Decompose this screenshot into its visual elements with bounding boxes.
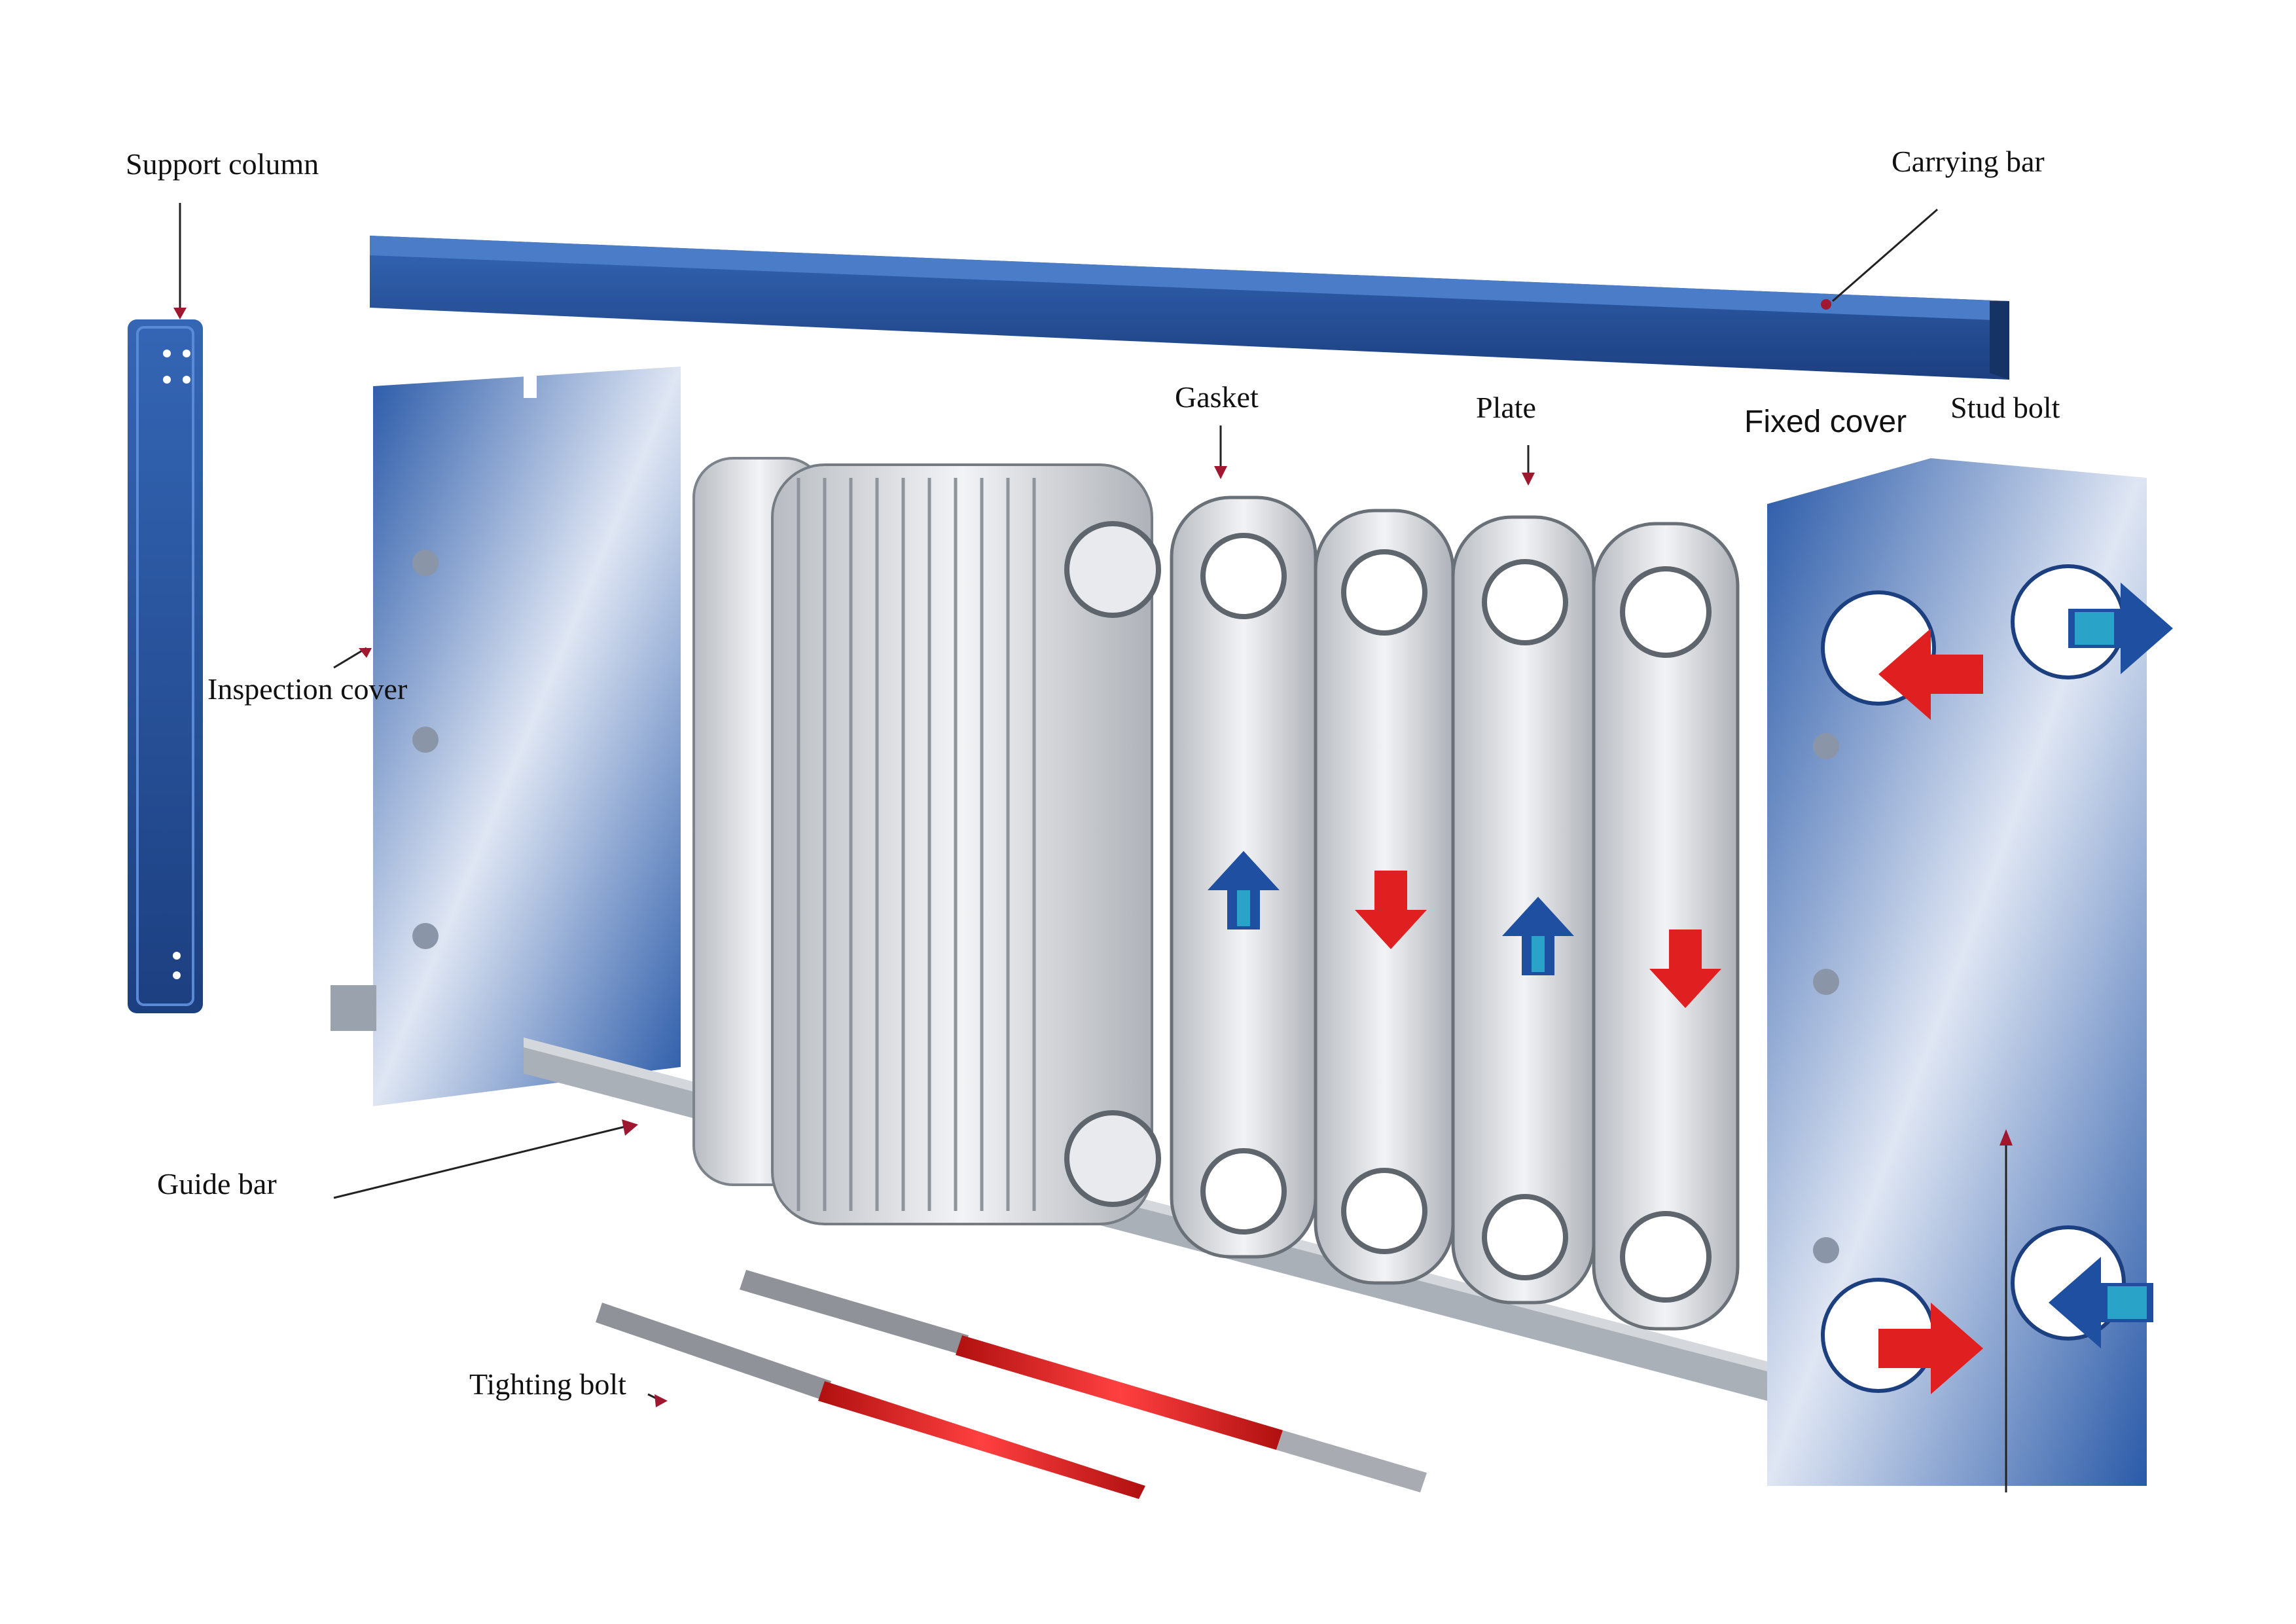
carrying-bar xyxy=(370,236,2009,380)
tighting-bolt xyxy=(596,1270,1427,1499)
label-plate: Plate xyxy=(1476,391,1536,424)
label-gasket: Gasket xyxy=(1175,380,1259,414)
arrow-right-icon xyxy=(2068,583,2173,674)
arrow-down-icon xyxy=(1355,871,1427,949)
arrow-down-icon xyxy=(1649,929,1721,1008)
leader-lines xyxy=(173,203,2013,1492)
label-support-column: Support column xyxy=(126,147,319,181)
label-inspection-cover: Inspection cover xyxy=(207,672,407,706)
fixed-cover xyxy=(1767,458,2173,1486)
support-column xyxy=(128,319,203,1013)
arrow-right-icon xyxy=(1878,1303,1983,1394)
label-tighting-bolt: Tighting bolt xyxy=(469,1367,626,1401)
label-fixed-cover: Fixed cover xyxy=(1744,405,1907,439)
plate-pack xyxy=(692,457,1740,1331)
plate-4 xyxy=(1592,522,1740,1331)
plate-3 xyxy=(1451,515,1596,1305)
plate-stack xyxy=(771,463,1161,1225)
label-guide-bar: Guide bar xyxy=(157,1167,277,1200)
arrow-left-icon xyxy=(2049,1257,2153,1348)
arrow-up-icon xyxy=(1208,851,1280,929)
label-carrying-bar: Carrying bar xyxy=(1892,145,2045,178)
arrow-up-icon xyxy=(1502,897,1574,975)
inspection-cover xyxy=(331,367,681,1106)
arrow-left-icon xyxy=(1878,628,1983,720)
label-stud-bolt: Stud bolt xyxy=(1950,391,2060,424)
